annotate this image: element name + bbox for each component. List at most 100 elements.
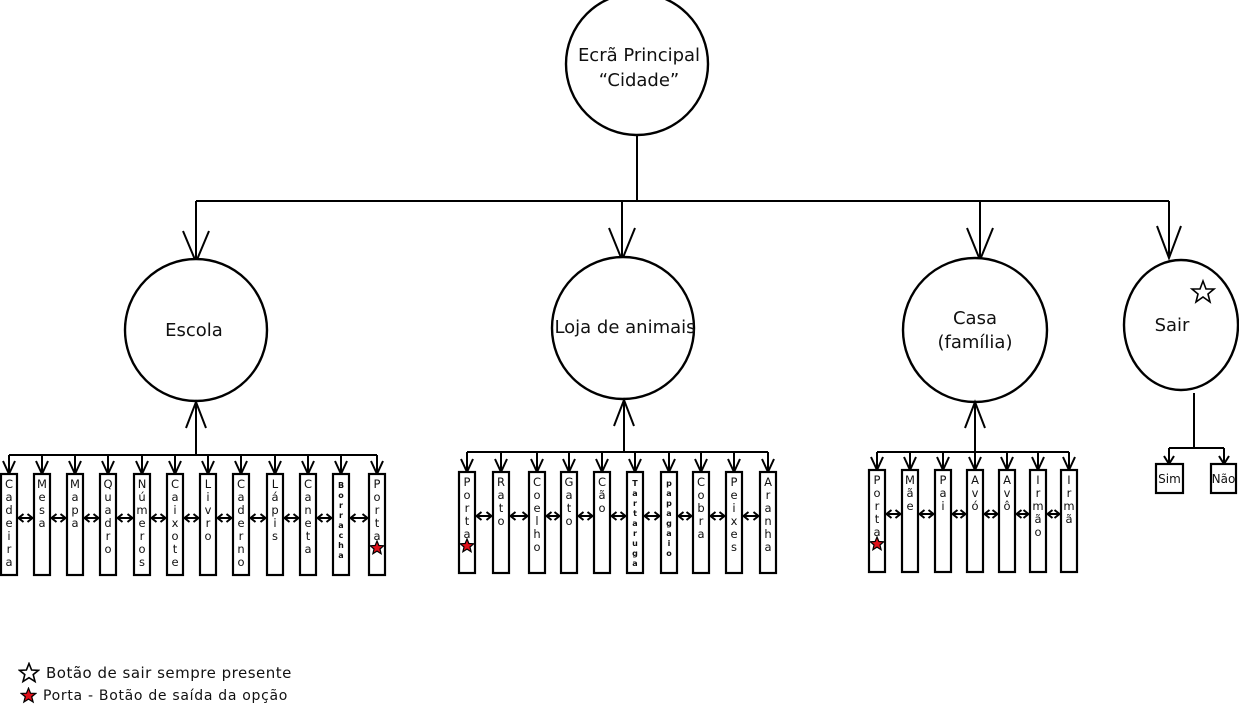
leaf-label-char: h [338,541,344,550]
leaf-item-pai[interactable]: Pai [933,468,953,574]
category-loja-de-animais: Loja de animais [550,255,696,401]
leaf-label-char: r [140,529,145,543]
leaf-box[interactable] [592,470,612,575]
loja-label: Loja de animais [554,317,695,338]
sim-option-box[interactable] [1154,462,1185,495]
double-arrow-icon [741,511,761,521]
leaf-label-char: B [338,481,344,490]
leaf-label-char: h [533,527,540,541]
leaf-box[interactable] [231,472,251,577]
leaf-label-char: d [5,503,12,517]
leaf-box[interactable] [625,470,645,575]
leaf-box[interactable] [132,472,152,577]
double-arrow-icon [348,513,370,523]
arrow-to-lápis [268,455,282,477]
arrow-to-rato [494,452,508,475]
leaf-label-char: A [971,473,979,487]
leaf-label-char: u [104,490,111,504]
leaf-item-avô[interactable]: Avô [997,468,1017,574]
leaf-box[interactable] [65,472,85,577]
leaf-label-char: t [567,501,572,515]
leaf-item-avó[interactable]: Avó [965,468,985,574]
leaf-label-char: o [104,542,111,556]
leaf-box[interactable] [933,468,953,574]
leaf-box[interactable] [965,468,985,574]
leaf-label-char: t [633,509,637,518]
leaf-box[interactable] [691,470,711,575]
leaf-box[interactable] [265,472,285,577]
escola-label: Escola [165,320,223,341]
leaf-label-char: o [497,514,504,528]
arrow-to-mapa [68,455,82,477]
arrow-to-coelho [530,452,544,475]
leaf-box[interactable] [997,468,1017,574]
leaf-box[interactable] [527,470,547,575]
leaf-box[interactable] [1059,468,1079,574]
leaf-label-char: r [1036,486,1041,500]
leaf-box[interactable] [491,470,511,575]
leaf-box[interactable] [1028,468,1048,574]
leaf-box[interactable] [32,472,52,577]
leaf-label-char: m [136,503,147,517]
leaf-item-mãe[interactable]: Mãe [900,468,920,574]
leaf-box[interactable] [165,472,185,577]
leaf-box[interactable] [0,472,19,577]
leaf-box[interactable] [198,472,218,577]
leaf-box[interactable] [900,468,920,574]
leaf-label-char: a [104,503,111,517]
leaf-label-char: s [139,555,145,569]
leaf-box[interactable] [559,470,579,575]
arrow-to-porta [870,452,884,473]
arrow-to-avó [968,452,982,473]
leaf-label-char: t [499,501,504,515]
leaf-item-porta[interactable]: Porta [367,472,387,577]
leaf-label-char: h [764,527,771,541]
leaf-item-porta[interactable]: Porta [457,470,477,575]
leaf-item-porta[interactable]: Porta [867,468,887,574]
leaf-box[interactable] [98,472,118,577]
leaf-label-char: a [5,490,12,504]
leaf-box[interactable] [367,472,387,577]
leaf-label-char: a [666,489,671,498]
leaf-label-char: n [237,542,244,556]
leaf-box[interactable] [298,472,318,577]
leaf-label-char: e [138,516,145,530]
leaf-box[interactable] [867,468,887,574]
leaf-label-char: ã [598,488,605,502]
leaf-box[interactable] [659,470,679,575]
red-star-icon [458,537,476,553]
leaf-box[interactable] [457,470,477,575]
nao-option-box[interactable] [1209,462,1238,495]
arrow-to-loja [608,201,636,263]
leaf-label-char: i [941,499,944,513]
leaf-label-char: p [71,503,78,517]
leaf-box[interactable] [331,472,351,577]
leaf-box[interactable] [758,470,778,575]
root-connectors [182,136,1182,265]
leaf-box[interactable] [724,470,744,575]
legend-text: Botão de sair sempre presente [46,664,292,682]
leaf-item-cão[interactable]: Cão [592,470,612,575]
